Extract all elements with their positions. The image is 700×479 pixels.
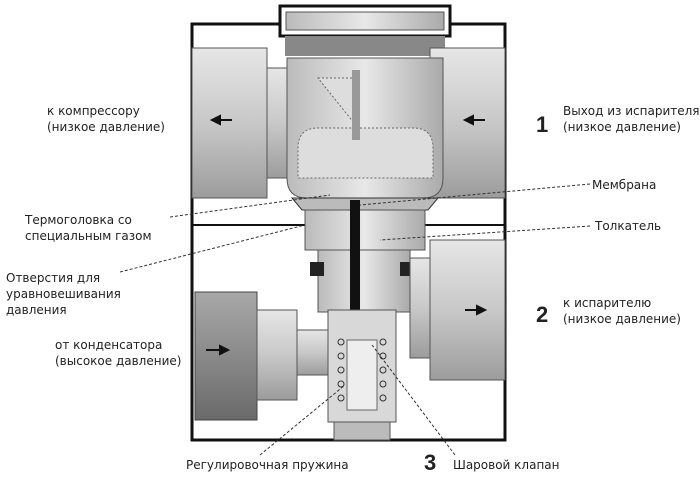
label-to-evaporator: к испарителю (низкое давление): [563, 295, 681, 327]
number-2: 2: [536, 302, 549, 327]
label-balance-holes: Отверстия для уравновешивания давления: [6, 270, 121, 318]
number-3: 3: [424, 450, 437, 475]
label-line: к компрессору: [47, 104, 140, 118]
upper-left-fitting: [191, 47, 288, 199]
label-pusher: Толкатель: [595, 219, 662, 233]
label-line: Отверстия для: [6, 271, 101, 285]
label-line: (высокое давление): [55, 354, 182, 368]
label-adjusting-spring: Регулировочная пружина: [186, 458, 349, 472]
label-line: к испарителю: [563, 296, 652, 310]
pusher-rod: [350, 200, 360, 320]
label-ball-valve: Шаровой клапан: [453, 458, 560, 472]
label-from-condenser: от конденсатора (высокое давление): [55, 337, 181, 369]
label-thermal-head: Термоголовка со специальным газом: [25, 212, 152, 244]
label-evaporator-outlet: Выход из испарителя (низкое давление): [563, 103, 700, 135]
label-line: (низкое давление): [563, 312, 681, 326]
lower-left-fitting: [194, 291, 329, 421]
adjusting-spring: [337, 338, 387, 402]
label-line: уравновешивания: [6, 287, 121, 301]
label-line: Выход из испарителя: [563, 104, 700, 118]
label-to-compressor: к компрессору (низкое давление): [47, 103, 165, 135]
label-membrane: Мембрана: [592, 178, 657, 192]
label-line: давления: [6, 303, 67, 317]
label-line: (низкое давление): [563, 120, 681, 134]
membrane: [290, 197, 440, 211]
label-line: от конденсатора: [55, 338, 163, 352]
number-1: 1: [536, 112, 549, 137]
label-line: Термоголовка со: [25, 213, 132, 227]
label-line: специальным газом: [25, 229, 152, 243]
leader-lines: [119, 183, 591, 456]
label-line: (низкое давление): [47, 120, 165, 134]
lower-right-fitting: [409, 239, 506, 381]
